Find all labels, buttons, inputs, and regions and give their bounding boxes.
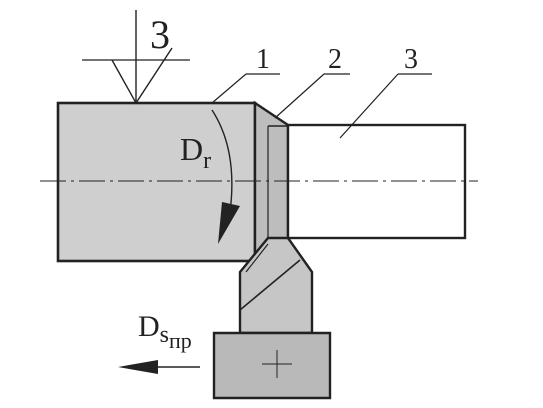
leader-3 <box>339 73 399 139</box>
rotation-label: Dr <box>180 131 211 174</box>
surface-mark-label: 3 <box>150 12 170 57</box>
rotation-label-base: D <box>180 131 203 167</box>
workpiece-large-section <box>56 101 257 263</box>
callout-1: 1 <box>256 44 270 75</box>
tool-rake-edge <box>239 259 301 311</box>
rotation-arc <box>211 109 233 213</box>
feed-label-base: D <box>138 310 160 343</box>
leader-1 <box>211 73 247 104</box>
feed-label-sub: s <box>160 322 169 348</box>
callout-2: 2 <box>328 44 342 75</box>
leader-2 <box>274 73 325 119</box>
callout-3: 3 <box>404 44 418 75</box>
feed-label-subsub: пр <box>169 328 192 353</box>
surface-mark-check <box>111 47 173 105</box>
feed-arrowhead <box>118 360 158 374</box>
rotation-label-sub: r <box>203 148 211 174</box>
rotation-arrowhead <box>218 202 240 244</box>
tool-rake-edge-2 <box>245 243 269 273</box>
tool-holder <box>212 331 332 400</box>
feed-label: Dsпр <box>138 310 192 353</box>
